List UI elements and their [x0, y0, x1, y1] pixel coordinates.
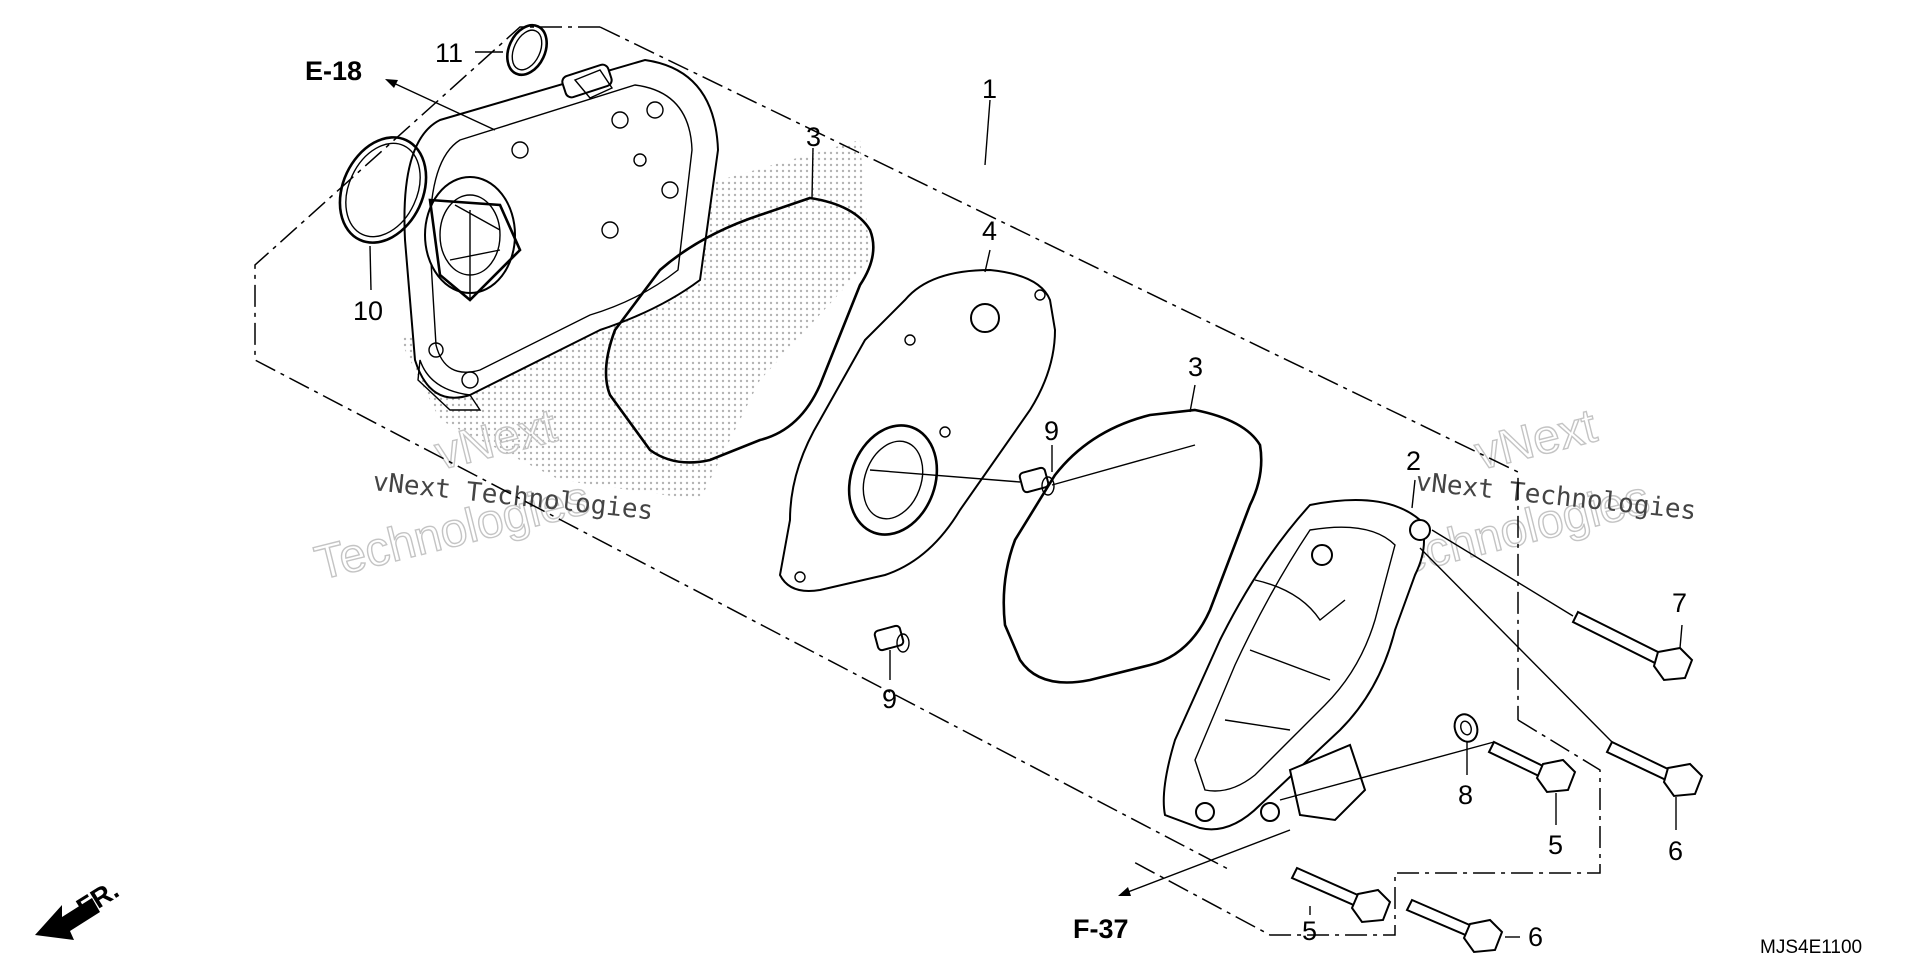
assembly-boundary — [254, 26, 1601, 936]
callout-6-b: 6 — [1528, 922, 1543, 952]
gasket-3-a — [604, 196, 875, 464]
callout-1: 1 — [982, 74, 997, 104]
callout-2: 2 — [1406, 446, 1421, 476]
pump-body — [403, 58, 720, 411]
reference-labels: E-18 F-37 — [305, 56, 1129, 944]
plate-4 — [778, 268, 1057, 592]
bolt-6-a — [1605, 740, 1704, 798]
ref-f37: F-37 — [1073, 914, 1129, 944]
callout-11: 11 — [435, 38, 463, 68]
callout-5-a: 5 — [1548, 830, 1563, 860]
bolt-5-a — [1487, 740, 1577, 794]
callout-10: 10 — [353, 296, 383, 326]
watermark-right-large-top: vNext — [1470, 400, 1602, 481]
oring-10 — [338, 136, 428, 244]
washer-8 — [1453, 713, 1479, 743]
callout-9-b: 9 — [882, 684, 897, 714]
callout-5-b: 5 — [1302, 916, 1317, 946]
pump-cover-2 — [1162, 499, 1431, 831]
callout-3-a: 3 — [806, 122, 821, 152]
callout-3-b: 3 — [1188, 352, 1203, 382]
callout-4: 4 — [982, 216, 997, 246]
callout-labels: 1 3 4 3 9 9 2 7 8 5 6 5 6 10 11 — [353, 38, 1687, 952]
dowel-9-b — [873, 624, 910, 653]
front-direction-arrow: FR. — [35, 875, 124, 940]
callout-8: 8 — [1458, 780, 1473, 810]
ref-e18: E-18 — [305, 56, 362, 86]
bolt-6-b — [1405, 898, 1504, 954]
gasket-3-b — [1002, 408, 1263, 684]
callout-6-a: 6 — [1668, 836, 1683, 866]
diagram-code: MJS4E1100 — [1760, 937, 1862, 958]
bolt-5-b — [1290, 866, 1392, 924]
dowel-9-a — [1018, 466, 1055, 496]
leader-lines — [369, 51, 1683, 938]
oring-11 — [506, 23, 548, 77]
callout-7: 7 — [1672, 588, 1687, 618]
bolt-7 — [1571, 610, 1694, 682]
front-arrow-icon — [35, 898, 100, 940]
callout-9-a: 9 — [1044, 416, 1059, 446]
shading-area — [400, 140, 870, 500]
